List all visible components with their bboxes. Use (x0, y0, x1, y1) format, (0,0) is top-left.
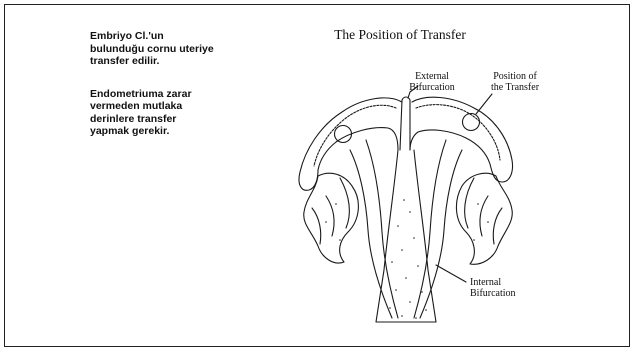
right-horn-inner (416, 105, 500, 160)
transfer-position-left-circle (335, 126, 352, 143)
left-horn-outer (299, 98, 402, 190)
right-broad-ligament (420, 150, 462, 318)
transfer-position-right-circle (463, 114, 480, 131)
label-external-bifurcation: External Bifurcation (402, 71, 462, 93)
uterine-body (376, 150, 436, 322)
leader-internal-bifurcation (436, 265, 466, 282)
left-ovary (304, 173, 359, 263)
label-internal-bifurcation: Internal Bifurcation (470, 277, 540, 299)
leader-position-transfer (476, 94, 492, 114)
label-position-of-transfer: Position of the Transfer (480, 71, 550, 93)
left-broad-ligament (350, 150, 392, 318)
left-horn-inner (314, 105, 396, 166)
uterine-septum (400, 97, 410, 150)
tissue-texture (325, 199, 489, 319)
